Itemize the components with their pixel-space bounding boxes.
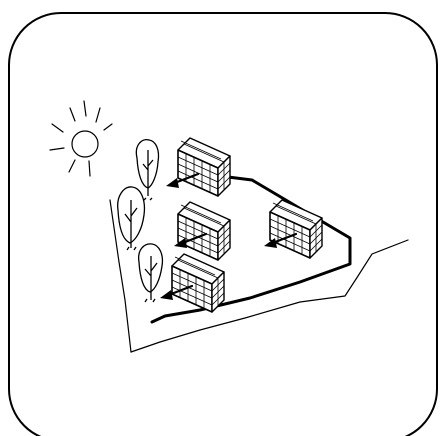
site-plan-illustration xyxy=(0,0,443,436)
